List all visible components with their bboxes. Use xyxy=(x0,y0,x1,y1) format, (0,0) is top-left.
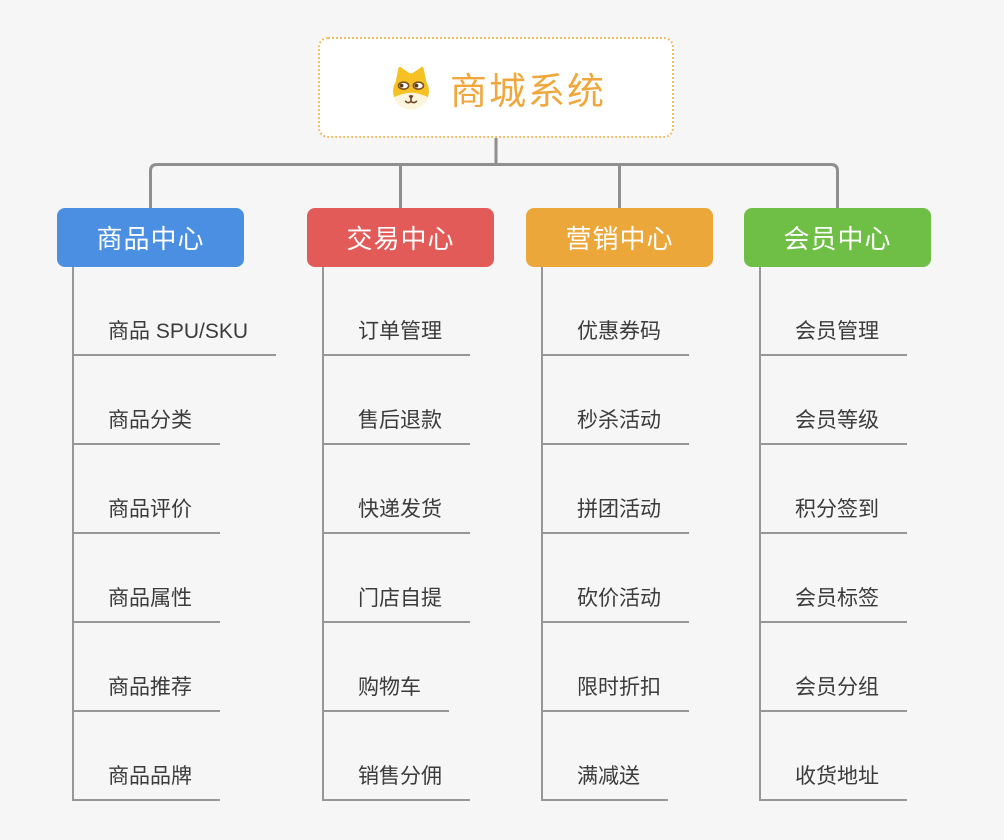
doge-icon xyxy=(393,66,429,109)
root-node[interactable]: 商城系统 xyxy=(318,37,674,138)
child-node-label[interactable]: 优惠券码 xyxy=(543,315,689,356)
branch-children: 商品 SPU/SKU 商品分类 商品评价 商品属性 商品推荐 商品品牌 xyxy=(72,267,277,801)
child-node-label[interactable]: 订单管理 xyxy=(324,315,470,356)
child-item: 会员标签 xyxy=(761,534,907,623)
child-node-label[interactable]: 商品评价 xyxy=(74,493,220,534)
child-item: 拼团活动 xyxy=(543,445,689,534)
child-item: 会员等级 xyxy=(761,356,907,445)
branch-children: 优惠券码 秒杀活动 拼团活动 砍价活动 限时折扣 满减送 xyxy=(541,267,689,801)
child-node-label[interactable]: 商品 SPU/SKU xyxy=(74,315,277,356)
child-item: 秒杀活动 xyxy=(543,356,689,445)
child-item: 商品 SPU/SKU xyxy=(74,267,277,356)
child-node-label[interactable]: 商品分类 xyxy=(74,404,220,445)
child-node-label[interactable]: 拼团活动 xyxy=(543,493,689,534)
child-item: 优惠券码 xyxy=(543,267,689,356)
child-item: 会员管理 xyxy=(761,267,907,356)
child-node-label[interactable]: 限时折扣 xyxy=(543,671,689,712)
branch-node[interactable]: 会员中心 xyxy=(744,208,931,267)
child-node-label[interactable]: 砍价活动 xyxy=(543,582,689,623)
child-item: 商品属性 xyxy=(74,534,276,623)
branch-node[interactable]: 交易中心 xyxy=(307,208,494,267)
branch-1: 商品中心 商品 SPU/SKU 商品分类 商品评价 商品属性 商品推荐 商品品牌 xyxy=(57,208,277,801)
child-item: 收货地址 xyxy=(761,712,907,801)
child-item: 会员分组 xyxy=(761,623,907,712)
branch-4: 会员中心 会员管理 会员等级 积分签到 会员标签 会员分组 收货地址 xyxy=(744,208,931,801)
child-item: 快递发货 xyxy=(324,445,470,534)
child-node-label[interactable]: 会员分组 xyxy=(761,671,907,712)
child-item: 商品分类 xyxy=(74,356,276,445)
child-node-label[interactable]: 销售分佣 xyxy=(324,760,470,801)
child-item: 积分签到 xyxy=(761,445,907,534)
child-item: 门店自提 xyxy=(324,534,470,623)
child-item: 满减送 xyxy=(543,712,689,801)
child-node-label[interactable]: 快递发货 xyxy=(324,493,470,534)
branch-node[interactable]: 营销中心 xyxy=(526,208,713,267)
branch-node[interactable]: 商品中心 xyxy=(57,208,244,267)
child-node-label[interactable]: 满减送 xyxy=(543,760,668,801)
child-item: 销售分佣 xyxy=(324,712,470,801)
child-node-label[interactable]: 秒杀活动 xyxy=(543,404,689,445)
child-item: 商品品牌 xyxy=(74,712,276,801)
root-title: 商城系统 xyxy=(450,70,606,112)
branch-3: 营销中心 优惠券码 秒杀活动 拼团活动 砍价活动 限时折扣 满减送 xyxy=(526,208,713,801)
child-node-label[interactable]: 购物车 xyxy=(324,671,449,712)
child-node-label[interactable]: 商品推荐 xyxy=(74,671,220,712)
child-item: 商品推荐 xyxy=(74,623,276,712)
child-item: 售后退款 xyxy=(324,356,470,445)
child-node-label[interactable]: 商品品牌 xyxy=(74,760,220,801)
branch-children: 订单管理 售后退款 快递发货 门店自提 购物车 销售分佣 xyxy=(322,267,470,801)
child-node-label[interactable]: 售后退款 xyxy=(324,404,470,445)
child-item: 购物车 xyxy=(324,623,470,712)
child-node-label[interactable]: 门店自提 xyxy=(324,582,470,623)
child-item: 商品评价 xyxy=(74,445,276,534)
child-node-label[interactable]: 会员管理 xyxy=(761,315,907,356)
branch-2: 交易中心 订单管理 售后退款 快递发货 门店自提 购物车 销售分佣 xyxy=(307,208,494,801)
child-item: 订单管理 xyxy=(324,267,470,356)
child-node-label[interactable]: 会员标签 xyxy=(761,582,907,623)
child-node-label[interactable]: 商品属性 xyxy=(74,582,220,623)
child-node-label[interactable]: 积分签到 xyxy=(761,493,907,534)
child-node-label[interactable]: 会员等级 xyxy=(761,404,907,445)
child-item: 砍价活动 xyxy=(543,534,689,623)
child-node-label[interactable]: 收货地址 xyxy=(761,760,907,801)
branch-children: 会员管理 会员等级 积分签到 会员标签 会员分组 收货地址 xyxy=(759,267,907,801)
child-item: 限时折扣 xyxy=(543,623,689,712)
